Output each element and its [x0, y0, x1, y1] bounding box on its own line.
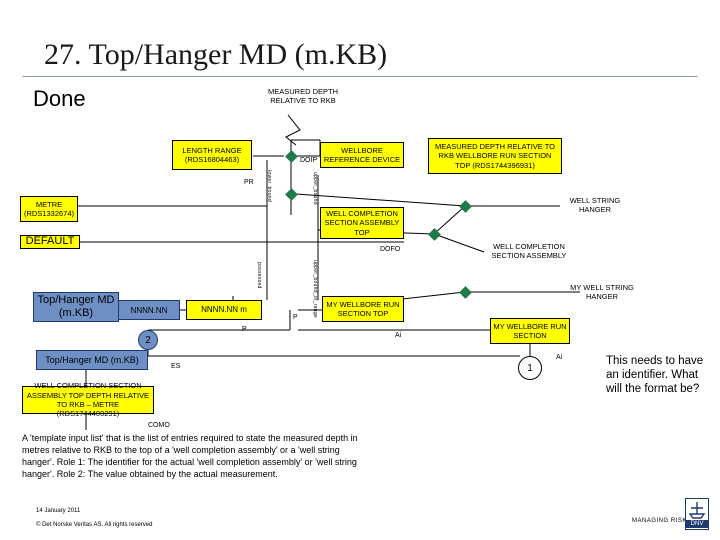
p-label: P	[293, 314, 298, 321]
metre-label: METRE (RDS1332674)	[23, 199, 75, 218]
my-wellbore-run-section-label: MY WELLBORE RUN SECTION	[493, 321, 567, 340]
well-string-hanger-label: WELL STRING HANGER	[569, 196, 621, 215]
my-wellbore-run-section-box: MY WELLBORE RUN SECTION	[490, 318, 570, 344]
wcs-top-depth-box: WELL COMPLETION SECTION ASSEMBLY TOP DEP…	[22, 381, 154, 418]
md-wellbore-run-section-top-box: MEASURED DEPTH RELATIVE TO RKB WELLBORE …	[428, 138, 562, 174]
well-completion-top-box: WELL COMPLETION SECTION ASSEMBLY TOP	[320, 207, 404, 239]
default-label: DEFAULT	[25, 235, 75, 248]
footer-copyright: © Det Norske Veritas AS. All rights rese…	[36, 522, 153, 528]
ship-icon	[688, 502, 706, 519]
doip-label: DOIP	[300, 157, 318, 164]
vertical-role-label: possessed	[256, 262, 262, 289]
wellbore-reference-device-box: WELLBORE REFERENCE DEVICE	[320, 142, 404, 168]
metre-box: METRE (RDS1332674)	[20, 196, 78, 222]
como-label: COMO	[148, 422, 170, 429]
es-label: ES	[171, 363, 181, 370]
role-2-label: 2	[145, 334, 151, 346]
role-1-circle: 1	[518, 356, 542, 380]
role-2-circle: 2	[138, 330, 158, 350]
role-1-label: 1	[527, 362, 533, 374]
vertical-role-label: upper_bound	[312, 172, 318, 205]
length-range-box: LENGTH RANGE (RDS16804463)	[172, 140, 252, 170]
vertical-role-label: lower_bound	[266, 170, 272, 202]
my-wellbore-run-section-top-box: MY WELLBORE RUN SECTION TOP	[322, 296, 404, 322]
measured-depth-rkb-label: MEASURED DEPTH RELATIVE TO RKB	[267, 87, 338, 106]
pr-label: PR	[244, 179, 254, 186]
ai-label: Ai	[395, 332, 402, 339]
top-hanger-md-white-label: Top/Hanger MD (m.KB)	[45, 355, 139, 365]
md-wellbore-run-section-top-label: MEASURED DEPTH RELATIVE TO RKB WELLBORE …	[434, 141, 556, 170]
wellbore-reference-device-label: WELLBORE REFERENCE DEVICE	[323, 145, 401, 164]
status-text: Done	[33, 86, 86, 111]
title-rule	[22, 76, 698, 77]
well-completion-assembly-label: WELL COMPLETION SECTION ASSEMBLY	[491, 242, 567, 261]
description-paragraph: A 'template input list' that is the list…	[22, 433, 358, 479]
length-range-label: LENGTH RANGE (RDS16804463)	[182, 145, 242, 164]
top-hanger-md-white-box: Top/Hanger MD (m.KB)	[36, 350, 148, 370]
value-nnnn: NNNN.NN	[130, 305, 168, 315]
p2-label: P	[242, 326, 247, 333]
dnv-logo: DNV	[685, 498, 709, 530]
well-completion-top-label: WELL COMPLETION SECTION ASSEMBLY TOP	[324, 208, 400, 237]
logo-text: DNV	[686, 520, 708, 528]
side-note: This needs to have an identifier. What w…	[606, 355, 704, 395]
dofo-label: DOFO	[380, 246, 401, 253]
brand-text: MANAGING RISK	[632, 518, 687, 524]
my-wellbore-run-section-top-label: MY WELLBORE RUN SECTION TOP	[326, 299, 400, 318]
page-title: 27. Top/Hanger MD (m.KB)	[44, 38, 388, 71]
default-box: DEFAULT	[20, 235, 80, 249]
my-well-string-hanger-label: MY WELL STRING HANGER	[570, 283, 634, 302]
wcs-top-depth-label: WELL COMPLETION SECTION ASSEMBLY TOP DEP…	[26, 381, 150, 419]
value-nnnn-m-box: NNNN.NN m	[186, 300, 262, 320]
value-nnnn-box: NNNN.NN	[118, 300, 180, 320]
top-hanger-md-label: Top/Hanger MD (m.KB)	[37, 294, 115, 319]
top-hanger-md-box: Top/Hanger MD (m.KB)	[33, 292, 119, 322]
footer-date: 14 January 2011	[36, 508, 81, 514]
value-nnnn-m: NNNN.NN m	[201, 305, 247, 314]
vertical-role-label: upper_bound_of_range	[312, 260, 318, 318]
ai2-label: Ai	[556, 354, 563, 361]
